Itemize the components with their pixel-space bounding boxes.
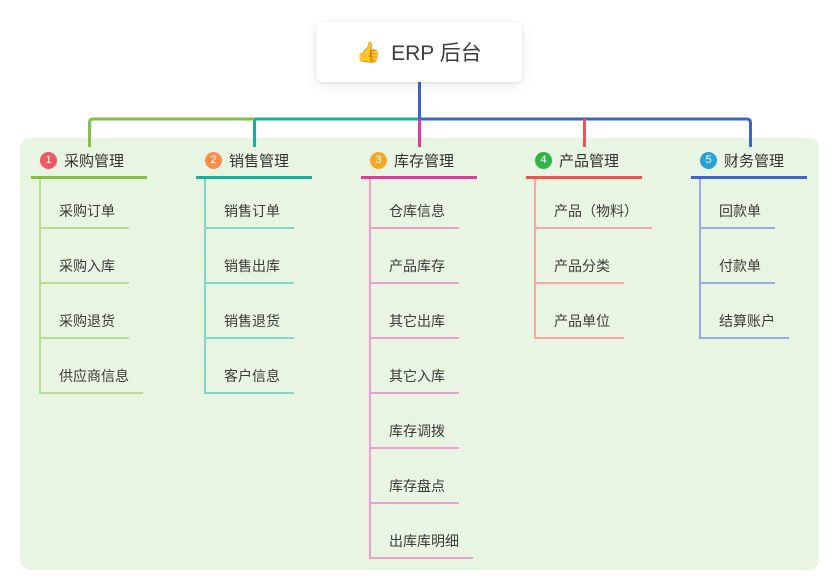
branch-number-badge: 1 <box>40 152 57 169</box>
branch-node-product[interactable]: 4 产品管理 <box>526 148 642 179</box>
child-node[interactable]: 采购退货 <box>41 284 129 339</box>
branch-inventory: 3 库存管理 仓库信息 产品库存 其它出库 其它入库 库存调拨 库存盘点 出库库… <box>361 148 477 559</box>
branch-number-badge: 4 <box>535 152 552 169</box>
branch-sales: 2 销售管理 销售订单 销售出库 销售退货 客户信息 <box>196 148 312 394</box>
branch-label: 采购管理 <box>64 153 125 170</box>
branch-finance: 5 财务管理 回款单 付款单 结算账户 <box>691 148 807 339</box>
root-node-label: ERP 后台 <box>391 42 482 65</box>
branch-children: 采购订单 采购入库 采购退货 供应商信息 <box>39 179 143 394</box>
child-node[interactable]: 产品库存 <box>371 229 459 284</box>
branch-label: 产品管理 <box>559 153 620 170</box>
branch-children: 产品（物料） 产品分类 产品单位 <box>534 179 652 339</box>
branch-node-inventory[interactable]: 3 库存管理 <box>361 148 477 179</box>
child-node[interactable]: 采购订单 <box>41 179 129 229</box>
branch-node-purchase[interactable]: 1 采购管理 <box>31 148 147 179</box>
child-node[interactable]: 产品单位 <box>536 284 624 339</box>
branch-children: 回款单 付款单 结算账户 <box>699 179 789 339</box>
thumbs-up-icon: 👍 <box>356 41 382 64</box>
branch-purchase: 1 采购管理 采购订单 采购入库 采购退货 供应商信息 <box>31 148 147 394</box>
branch-children: 仓库信息 产品库存 其它出库 其它入库 库存调拨 库存盘点 出库库明细 <box>369 179 473 559</box>
child-node[interactable]: 出库库明细 <box>371 504 473 559</box>
child-node[interactable]: 库存调拨 <box>371 394 459 449</box>
branch-number-badge: 5 <box>700 152 717 169</box>
branch-node-sales[interactable]: 2 销售管理 <box>196 148 312 179</box>
branch-number-badge: 3 <box>370 152 387 169</box>
child-node[interactable]: 其它出库 <box>371 284 459 339</box>
child-node[interactable]: 付款单 <box>701 229 775 284</box>
child-node[interactable]: 结算账户 <box>701 284 789 339</box>
child-node[interactable]: 销售订单 <box>206 179 294 229</box>
child-node[interactable]: 采购入库 <box>41 229 129 284</box>
branch-label: 库存管理 <box>394 153 455 170</box>
child-node[interactable]: 回款单 <box>701 179 775 229</box>
child-node[interactable]: 库存盘点 <box>371 449 459 504</box>
branch-number-badge: 2 <box>205 152 222 169</box>
child-node[interactable]: 产品分类 <box>536 229 624 284</box>
child-node[interactable]: 供应商信息 <box>41 339 143 394</box>
branch-product: 4 产品管理 产品（物料） 产品分类 产品单位 <box>526 148 652 339</box>
child-node[interactable]: 销售退货 <box>206 284 294 339</box>
branch-label: 财务管理 <box>724 153 785 170</box>
child-node[interactable]: 客户信息 <box>206 339 294 394</box>
branches-panel <box>20 138 819 570</box>
child-node[interactable]: 仓库信息 <box>371 179 459 229</box>
child-node[interactable]: 其它入库 <box>371 339 459 394</box>
branch-children: 销售订单 销售出库 销售退货 客户信息 <box>204 179 294 394</box>
child-node[interactable]: 产品（物料） <box>536 179 652 229</box>
branch-label: 销售管理 <box>229 153 290 170</box>
root-node[interactable]: 👍 ERP 后台 <box>316 22 522 82</box>
child-node[interactable]: 销售出库 <box>206 229 294 284</box>
branch-node-finance[interactable]: 5 财务管理 <box>691 148 807 179</box>
